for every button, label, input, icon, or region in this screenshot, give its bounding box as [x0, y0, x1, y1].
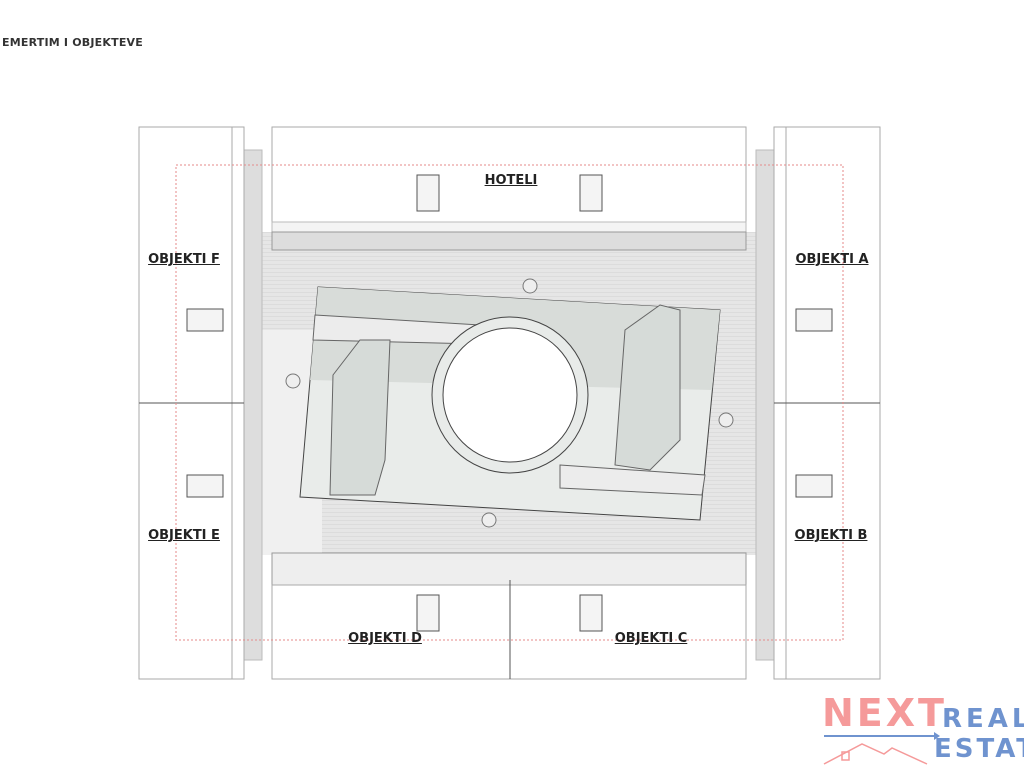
building-hotel	[271, 126, 747, 223]
next-real-estate-logo: NEXT REAL ESTATE	[822, 691, 1024, 766]
boundary-line	[175, 164, 844, 641]
logo-estate: ESTATE	[934, 734, 1024, 764]
label-objekti-d: OBJEKTI D	[348, 631, 422, 646]
stair-icons	[186, 174, 833, 632]
page-title: EMERTIM I OBJEKTEVE	[2, 36, 143, 49]
building-d-c	[271, 584, 747, 680]
label-objekti-c: OBJEKTI C	[614, 631, 688, 646]
label-objekti-e: OBJEKTI E	[148, 528, 220, 543]
label-objekti-f: OBJEKTI F	[148, 252, 220, 267]
house-arrow-icon	[823, 732, 940, 765]
label-hotel: HOTELI	[484, 173, 538, 188]
logo-next: NEXT	[822, 691, 947, 735]
label-objekti-a: OBJEKTI A	[795, 252, 869, 267]
label-objekti-b: OBJEKTI B	[794, 528, 868, 543]
logo-real: REAL	[942, 704, 1024, 734]
